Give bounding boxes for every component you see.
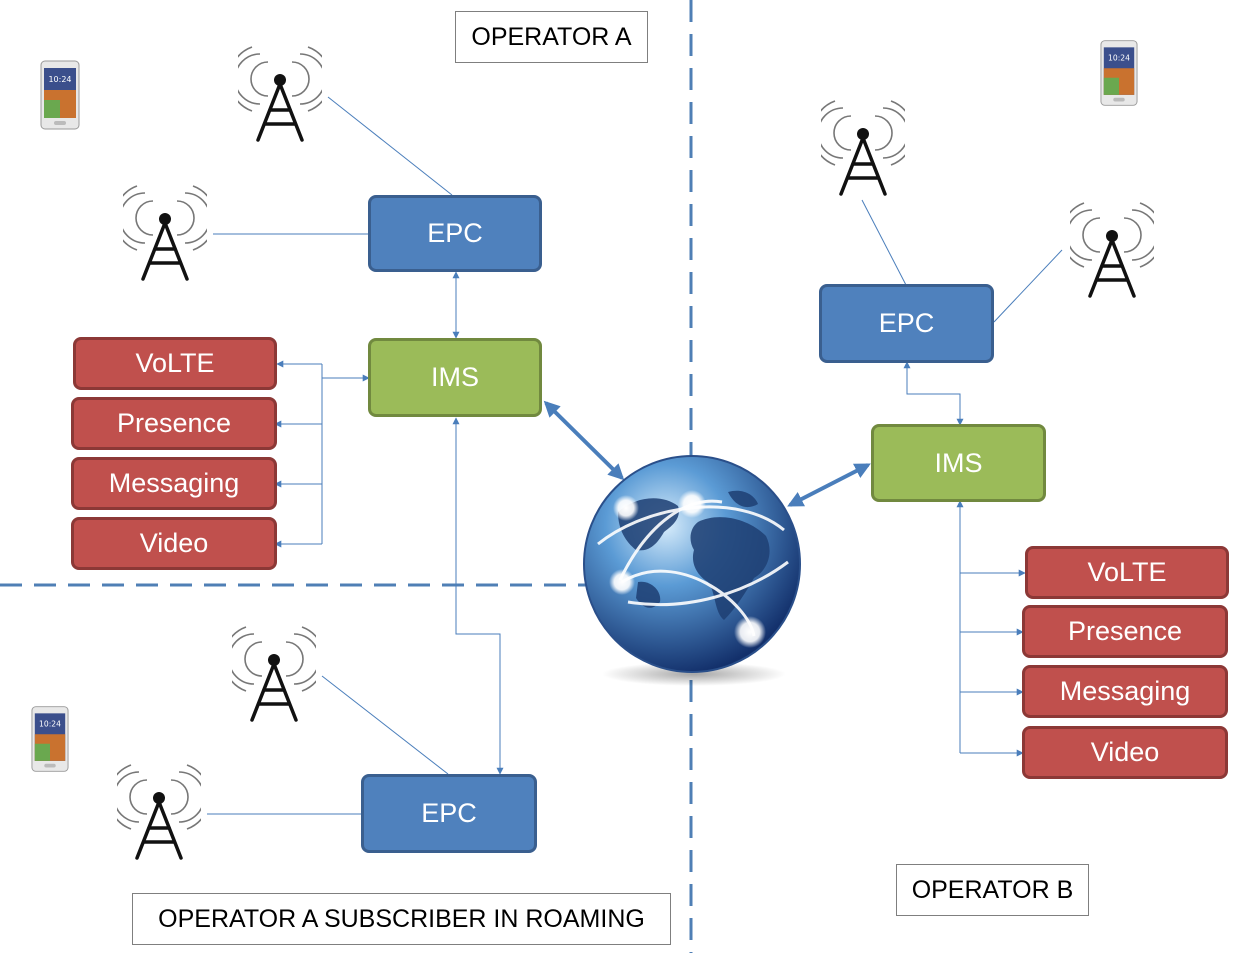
service-messaging-operator-a: Messaging	[71, 457, 277, 510]
antenna-tower-icon	[238, 46, 322, 142]
svg-text:10:24: 10:24	[1108, 54, 1130, 63]
service-volte-operator-a: VoLTE	[73, 337, 277, 390]
link-roaming-epc-ims-a	[452, 417, 504, 775]
link-ims-a-globe	[543, 400, 625, 481]
link-tower1-epc-roaming	[321, 675, 449, 775]
ims-node-operator-a: IMS	[368, 338, 542, 417]
epc-node-operator-a: EPC	[368, 195, 542, 272]
link-epc-ims-b	[903, 361, 964, 426]
service-presence-operator-b: Presence	[1022, 605, 1228, 658]
antenna-tower-icon	[821, 100, 905, 196]
smartphone-icon: 10:24	[31, 706, 69, 772]
smartphone-icon: 10:24	[1100, 40, 1138, 106]
service-volte-operator-b: VoLTE	[1025, 546, 1229, 599]
service-video-operator-b: Video	[1022, 726, 1228, 779]
operator-a-label: OPERATOR A	[455, 11, 648, 63]
svg-text:10:24: 10:24	[48, 75, 71, 84]
antenna-tower-icon	[123, 185, 207, 281]
service-presence-operator-a: Presence	[71, 397, 277, 450]
svg-text:10:24: 10:24	[39, 720, 61, 729]
epc-node-roaming: EPC	[361, 774, 537, 853]
link-tower1-epc-b	[861, 199, 907, 286]
roaming-label: OPERATOR A SUBSCRIBER IN ROAMING	[132, 893, 671, 945]
internet-globe-icon	[583, 455, 801, 686]
ims-node-operator-b: IMS	[871, 424, 1046, 502]
link-tower1-epc-a	[327, 96, 453, 196]
link-globe-ims-b	[787, 463, 871, 507]
operator-b-label: OPERATOR B	[896, 864, 1089, 916]
antenna-tower-icon	[117, 764, 201, 860]
service-video-operator-a: Video	[71, 517, 277, 570]
smartphone-icon: 10:24	[40, 60, 80, 130]
antenna-tower-icon	[232, 626, 316, 722]
link-tower2-epc-b	[993, 249, 1063, 323]
epc-node-operator-b: EPC	[819, 284, 994, 363]
antenna-tower-icon	[1070, 202, 1154, 298]
service-messaging-operator-b: Messaging	[1022, 665, 1228, 718]
